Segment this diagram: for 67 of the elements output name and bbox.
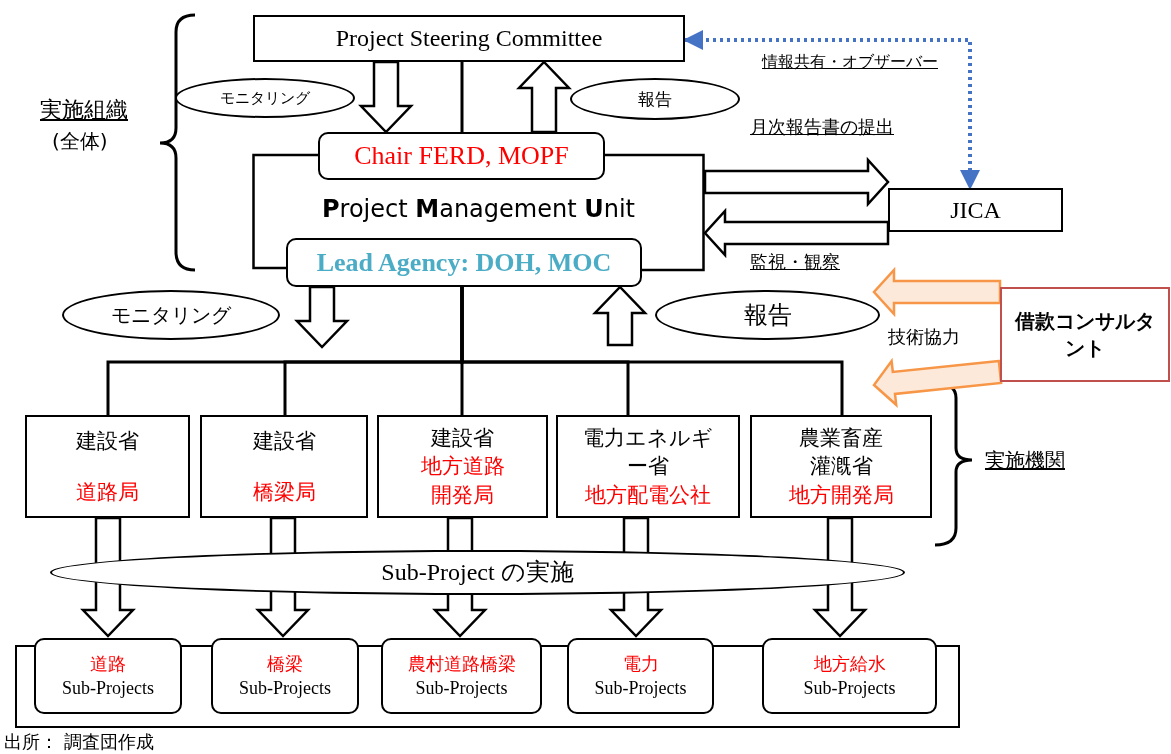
box-label: 農村道路橋梁	[407, 651, 516, 676]
process-box	[556, 415, 740, 518]
edge-label: 監視・観察	[750, 250, 840, 274]
committee-box	[253, 15, 685, 62]
box-label: 建設省	[431, 425, 494, 452]
box-label: モニタリング	[111, 301, 231, 329]
box-label: 電力エネルギー省	[582, 425, 714, 481]
box-label: Sub-Projects	[415, 677, 508, 700]
process-box	[750, 415, 932, 518]
connector-line	[460, 287, 844, 415]
caption: 出所： 調査団作成	[4, 730, 154, 754]
ellipse-label	[655, 290, 880, 340]
box-label: 橋梁	[267, 651, 303, 676]
connector-line	[460, 62, 464, 132]
process-box	[762, 638, 937, 714]
consultant-box	[1000, 287, 1170, 382]
box-label: 建設省	[76, 428, 139, 456]
block-arrow	[358, 60, 414, 134]
organization-box	[888, 188, 1063, 232]
box-label: 橋梁局	[252, 478, 316, 506]
side-label: 実施組織	[40, 96, 128, 124]
box-label: Project Management Unit	[322, 193, 635, 225]
ellipse-label	[570, 78, 740, 120]
edge-label: 月次報告書の提出	[750, 115, 894, 139]
side-label: 技術協力	[888, 325, 960, 349]
box-label: Sub-Projects	[62, 677, 154, 700]
box-label: Sub-Projects	[803, 677, 896, 700]
process-box	[34, 638, 182, 714]
box-label: JICA	[950, 195, 1001, 225]
process-box	[211, 638, 359, 714]
side-label: (全体)	[52, 128, 108, 155]
box-label: 借款コンサルタント	[1014, 307, 1156, 362]
process-box	[567, 638, 714, 714]
box-label: 道路	[90, 651, 126, 676]
box-label: Sub-Project の実施	[381, 558, 574, 588]
block-arrow	[872, 357, 1003, 408]
side-label: 実施機関	[985, 447, 1065, 474]
box-label: 建設省	[252, 428, 316, 456]
box-label: 道路局	[76, 478, 139, 506]
block-arrow	[703, 156, 890, 208]
process-box	[200, 415, 368, 518]
block-arrow	[592, 285, 648, 347]
block-arrow	[516, 60, 572, 134]
box-label: 地方給水	[813, 651, 886, 676]
box-label: Sub-Projects	[594, 677, 687, 700]
process-box	[377, 415, 548, 518]
process-box	[381, 638, 542, 714]
box-label: Lead Agency: DOH, MOC	[316, 246, 612, 279]
chair-box	[318, 132, 605, 180]
box-label: モニタリング	[220, 87, 310, 109]
box-label: Project Steering Committee	[335, 24, 603, 54]
box-label: 地方開発局	[788, 481, 894, 509]
agency-box	[286, 238, 642, 287]
block-arrow	[703, 207, 890, 259]
box-label: Sub-Projects	[239, 677, 331, 700]
edge-label: 情報共有・オブザーバー	[762, 52, 938, 73]
process-box	[25, 415, 190, 518]
box-label: 農業畜産灌漑省	[798, 425, 884, 481]
box-label: 報告	[743, 299, 792, 331]
box-label: Chair FERD, MOPF	[354, 140, 569, 173]
block-arrow	[872, 266, 1002, 318]
box-label: 報告	[638, 87, 672, 111]
block-arrow	[294, 285, 350, 349]
box-label: 地方道路開発局	[419, 453, 506, 509]
box-label: 電力	[622, 651, 659, 676]
ellipse-label	[175, 78, 355, 118]
box-label: 地方配電公社	[585, 481, 711, 509]
